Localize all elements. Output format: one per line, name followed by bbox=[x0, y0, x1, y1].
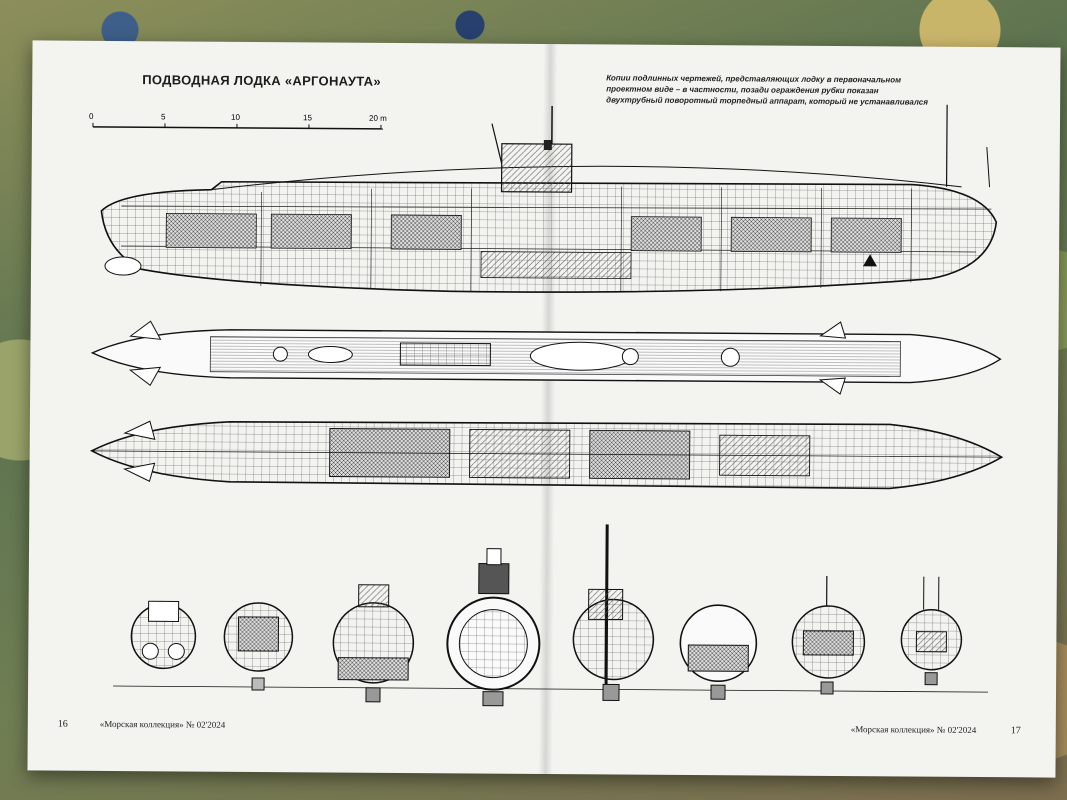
deck-plan-view bbox=[90, 320, 1002, 395]
side-profile-view bbox=[100, 104, 998, 293]
cross-section-3 bbox=[332, 584, 415, 703]
scale-label-10: 10 bbox=[231, 113, 241, 122]
right-page-number: 17 bbox=[1010, 725, 1021, 737]
hull-plan-view bbox=[89, 420, 1004, 490]
cross-sections bbox=[113, 524, 989, 707]
scale-bar: 0 5 10 15 20 m bbox=[89, 112, 387, 130]
submarine-drawings bbox=[89, 104, 1004, 707]
scale-label-15: 15 bbox=[303, 113, 313, 122]
left-page-footer: «Морская коллекция» № 02'2024 bbox=[99, 718, 226, 730]
cross-section-8 bbox=[900, 576, 963, 686]
cross-section-2 bbox=[223, 602, 294, 691]
cross-section-1 bbox=[130, 600, 197, 670]
magazine-spread: ПОДВОДНАЯ ЛОДКА «АРГОНАУТА» Копии подлин… bbox=[27, 40, 1061, 778]
cross-section-5 bbox=[572, 524, 655, 702]
cross-section-6 bbox=[679, 604, 758, 700]
right-page-footer: «Морская коллекция» № 02'2024 bbox=[850, 724, 977, 736]
scale-label-0: 0 bbox=[89, 112, 94, 121]
left-page-number: 16 bbox=[57, 718, 68, 730]
scale-label-5: 5 bbox=[161, 112, 166, 121]
scale-label-20: 20 m bbox=[369, 114, 387, 123]
cross-section-4 bbox=[446, 548, 541, 707]
cross-section-7 bbox=[791, 575, 866, 695]
